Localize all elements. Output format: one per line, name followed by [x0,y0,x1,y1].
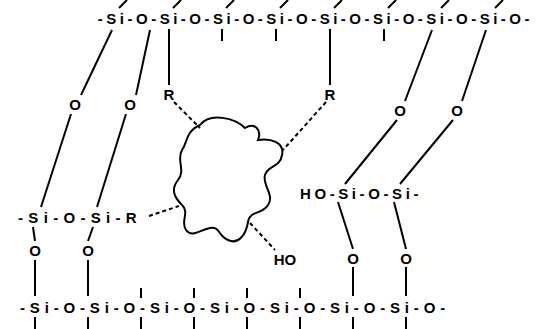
atom-label: O [82,243,94,258]
siloxane-chain: -Si-O-Si-R [18,210,142,225]
atom-label: O [451,103,463,118]
interaction-dashes [149,102,326,250]
bonds [33,0,503,329]
atom-label: HO [274,252,297,267]
atom-label: O [29,243,41,258]
atom-label: O [124,97,136,112]
atom-label: R [164,87,175,102]
siloxane-chain: -Si-O-Si-O-Si-O-Si-O-Si-O-Si-O-Si-O- [20,300,450,315]
enzyme-blob [174,118,282,242]
atom-label: O [347,251,359,266]
bond-lines [33,0,503,329]
atom-label: O [69,97,81,112]
atom-label: O [394,103,406,118]
siloxane-chain: -Si-O-Si-O-Si-O-Si-O-Si-O-Si-O-Si-O-Si-O… [98,11,533,26]
siloxane-chain: HO-Si-O-Si- [300,186,422,201]
atom-label: R [325,87,336,102]
atom-label: O [400,251,412,266]
